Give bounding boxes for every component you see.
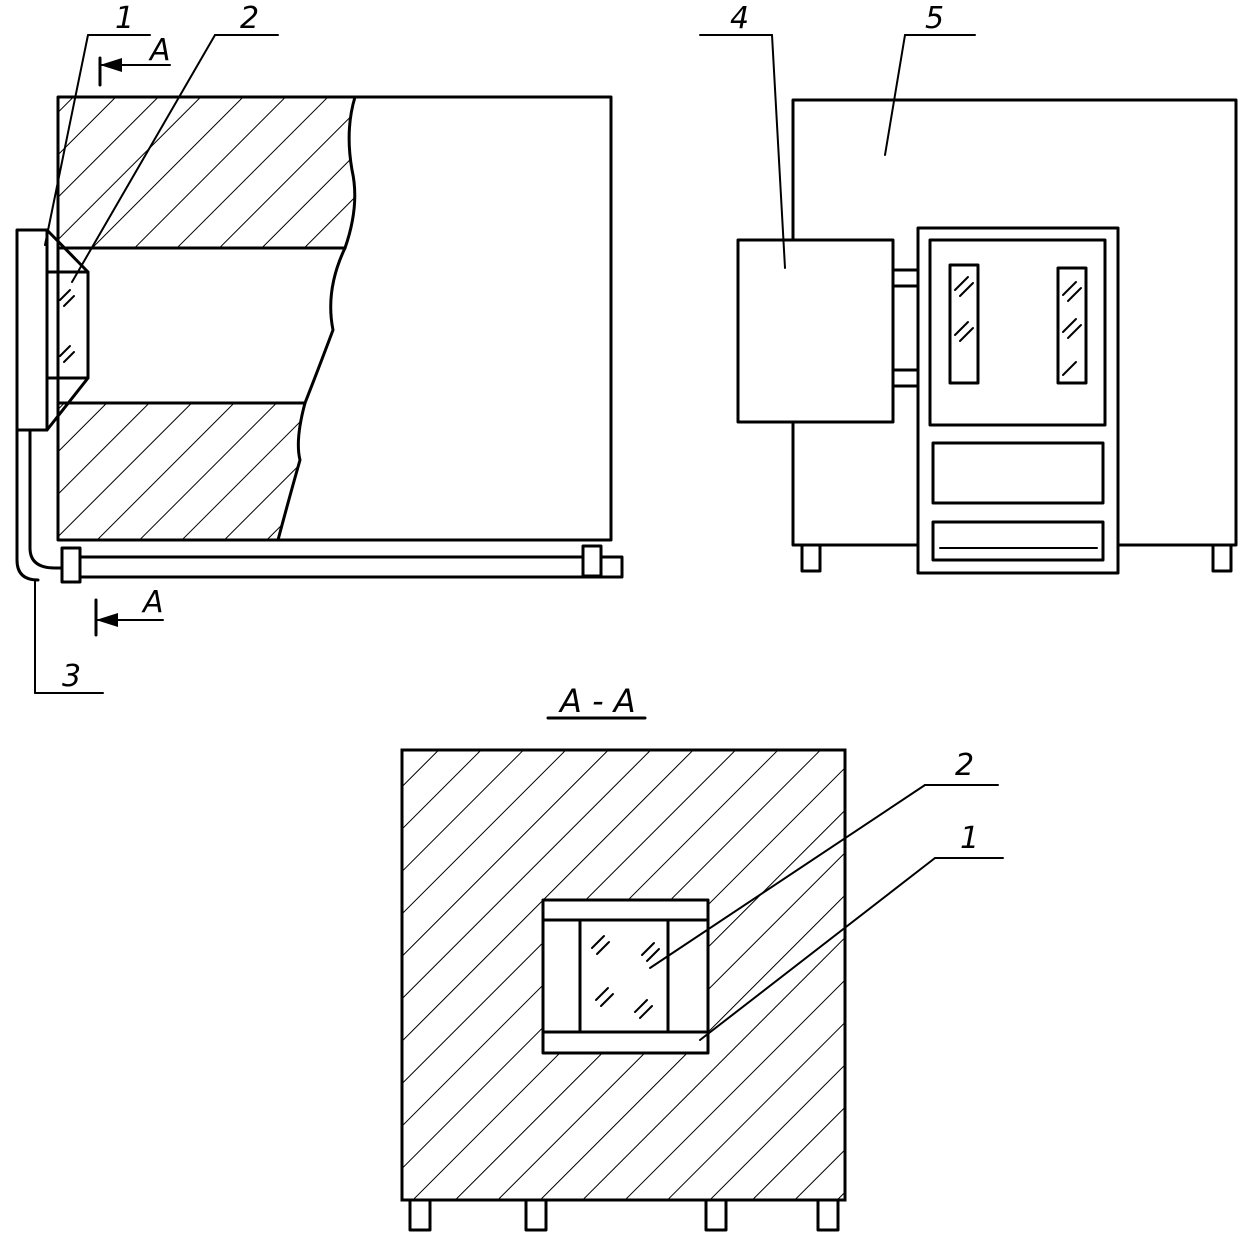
side-view: 1 2 3 A A [15,1,624,694]
glass-marks-front [954,276,1082,376]
label-3: 3 [62,659,81,694]
break-line [276,95,357,542]
unit-box-4 [736,238,895,424]
window-frame [15,228,49,432]
base-rail [60,555,624,579]
section-title: A - A [558,682,636,720]
section-wall [400,748,847,1202]
front-foot-right [1211,543,1233,573]
leader-4-v [771,34,786,269]
label-5: 5 [925,1,944,36]
front-foot-left [800,543,822,573]
glass-marks-side [59,289,75,363]
cabinet-upper-panel [928,238,1107,427]
label-section-top: A [148,33,171,68]
wall-hatch-lower [58,403,305,540]
pipe [28,428,64,570]
glass-slot-right [1056,266,1088,385]
section-view: A - A 2 1 [400,682,1004,1232]
chamber-body [56,95,613,542]
leader-2-diag [71,34,216,283]
foot-right [581,544,603,578]
leader-1-diag [44,34,89,246]
section-foot-2 [524,1198,548,1232]
label-section-bottom: A [141,585,164,620]
leader-section-1-diag [699,857,936,1041]
section-foot-1 [408,1198,432,1232]
label-2-top: 2 [240,1,259,36]
foot-left [60,546,82,584]
window-frame-bevel [45,228,90,432]
section-foot-3 [704,1198,728,1232]
wall-hatch-upper [58,97,355,248]
glass-slot-left [948,263,980,385]
cabinet-lower-panel [931,520,1105,562]
cabinet-mid-panel [931,441,1105,505]
section-foot-4 [816,1198,840,1232]
connector-lower [891,368,920,388]
pipe-outer [15,428,40,582]
leader-section-2-diag [649,784,926,969]
section-mark-bottom-arrowhead [96,613,118,627]
label-1-top: 1 [115,1,134,36]
leader-5-diag [884,34,906,156]
label-1-section: 1 [960,821,979,856]
section-window-frame [541,898,710,1055]
label-2-section: 2 [955,748,974,783]
label-4: 4 [730,1,749,36]
front-view: 4 5 [699,1,1238,575]
section-mark-top-arrowhead [100,58,122,72]
connector-upper [891,268,920,288]
glass-marks-section [591,935,660,1019]
